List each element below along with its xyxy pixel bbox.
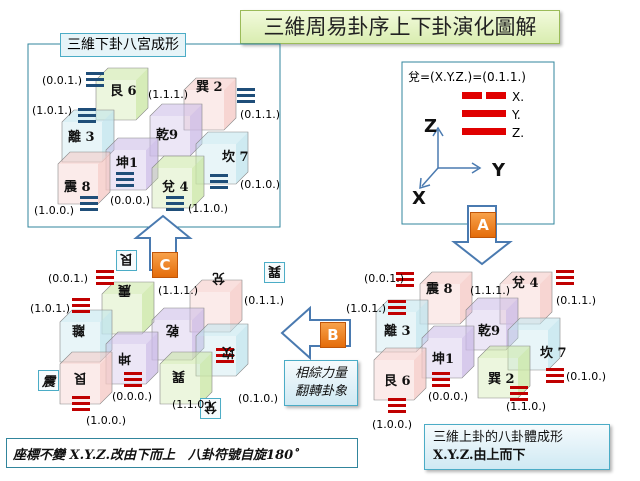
- axis-label-z: Z: [424, 116, 438, 137]
- br-name-kan: 坎 7: [540, 346, 567, 361]
- br-coord: (1.0.1.): [346, 302, 387, 315]
- tl-coord: (1.1.0.): [188, 202, 229, 215]
- br-name-gen: 艮 6: [384, 374, 411, 389]
- bl-name-dui-top: 兌: [212, 270, 226, 285]
- page-title: 三維周易卦序上下卦演化圖解: [240, 10, 560, 44]
- axis-label-y: Y: [492, 160, 506, 181]
- tl-name-dui: 兌 4: [162, 180, 189, 195]
- line-label-y: Y.: [512, 108, 521, 122]
- badge-b: B: [320, 322, 346, 348]
- tl-name-gen: 艮 6: [110, 84, 137, 99]
- tl-coord: (0.1.1.): [240, 108, 281, 121]
- caption-flip-line1: 相綜力量: [294, 366, 347, 381]
- bl-name-zhen-top: 震: [118, 282, 132, 297]
- br-name-li: 離 3: [384, 324, 411, 339]
- tl-name-zhen: 震 8: [64, 180, 91, 195]
- top-left-panel-label: 三維下卦八宮成形: [60, 33, 186, 57]
- br-name-kun: 坤1: [432, 352, 455, 367]
- tl-name-li: 離 3: [68, 130, 95, 145]
- caption-flip-line2: 翻轉卦象: [294, 384, 347, 399]
- caption-upper-line2: X.Y.Z.由上而下: [433, 448, 526, 463]
- tl-coord: (1.1.1.): [148, 88, 189, 101]
- trigram-marks-top: [78, 72, 255, 211]
- br-coord: (0.0.1.): [364, 272, 405, 285]
- bottom-note-box: 座標不變 X.Y.Z.改由下而上 八卦符號自旋180゜: [6, 438, 358, 468]
- tl-coord: (0.1.0.): [240, 178, 281, 191]
- bl-coord: (0.0.0.): [112, 390, 153, 403]
- bl-name-li: 離: [72, 322, 86, 337]
- br-coord: (0.1.0.): [566, 370, 607, 383]
- bl-name-gen2: 艮: [74, 370, 88, 385]
- trigram-marks-bottom: [72, 270, 574, 413]
- tl-name-qian: 乾9: [156, 128, 179, 143]
- br-name-zhen: 震 8: [426, 282, 453, 297]
- br-name-qian: 乾9: [478, 324, 501, 339]
- bl-coord: (1.0.1.): [30, 302, 71, 315]
- br-coord: (1.1.1.): [470, 284, 511, 297]
- bl-name-qian: 乾: [166, 322, 180, 337]
- bl-cube-dui: [159, 351, 213, 405]
- tl-name-kan: 坎 7: [222, 150, 249, 165]
- caption-flip: 相綜力量 翻轉卦象: [284, 360, 358, 406]
- xyz-axes: [419, 126, 482, 190]
- tl-name-xun: 巽 2: [196, 80, 223, 95]
- bl-coord: (1.0.0.): [86, 414, 127, 427]
- br-coord: (1.0.0.): [372, 418, 413, 431]
- badge-c: C: [152, 252, 178, 278]
- tl-coord: (0.0.0.): [110, 194, 151, 207]
- br-name-xun: 巽 2: [488, 372, 515, 387]
- caption-upper-line1: 三維上卦的八卦體成形: [433, 430, 564, 445]
- badge-a: A: [470, 212, 496, 238]
- caption-upper-trigram: 三維上卦的八卦體成形 X.Y.Z.由上而下: [424, 424, 610, 470]
- bottom-note: 座標不變 X.Y.Z.改由下而上 八卦符號自旋180゜: [13, 448, 307, 463]
- bl-coord: (1.1.1.): [158, 284, 199, 297]
- bl-name-gen-boxed: 艮: [116, 250, 138, 271]
- dui-formula: 兌=(X.Y.Z.)=(0.1.1.): [408, 70, 526, 84]
- bl-coord: (0.0.1.): [48, 272, 89, 285]
- br-name-dui: 兌 4: [512, 276, 539, 291]
- bl-name-zhen-boxed: 震: [38, 370, 60, 391]
- bl-coord: (0.1.1.): [244, 294, 285, 307]
- dui-trigram-red: [462, 92, 506, 135]
- bl-name-xun-boxed: 巽: [264, 262, 286, 283]
- tl-coord: (1.0.0.): [34, 204, 75, 217]
- line-label-z: Z.: [512, 126, 525, 140]
- bl-cube-kun: [105, 331, 159, 385]
- bl-coord: (1.1.0.): [172, 398, 213, 411]
- br-coord: (0.1.1.): [556, 294, 597, 307]
- br-coord: (0.0.0.): [428, 390, 469, 403]
- tl-coord: (1.0.1.): [32, 104, 73, 117]
- bl-name-kan: 坎: [222, 344, 236, 359]
- bl-name-kun: 坤: [118, 350, 132, 365]
- tl-coord: (0.0.1.): [42, 74, 83, 87]
- bl-name-xun: 巽: [172, 368, 186, 383]
- axis-label-x: X: [412, 188, 426, 209]
- br-coord: (1.1.0.): [506, 400, 547, 413]
- line-label-x: X.: [512, 90, 525, 104]
- bl-coord: (0.1.0.): [238, 392, 279, 405]
- tl-name-kun: 坤1: [116, 156, 139, 171]
